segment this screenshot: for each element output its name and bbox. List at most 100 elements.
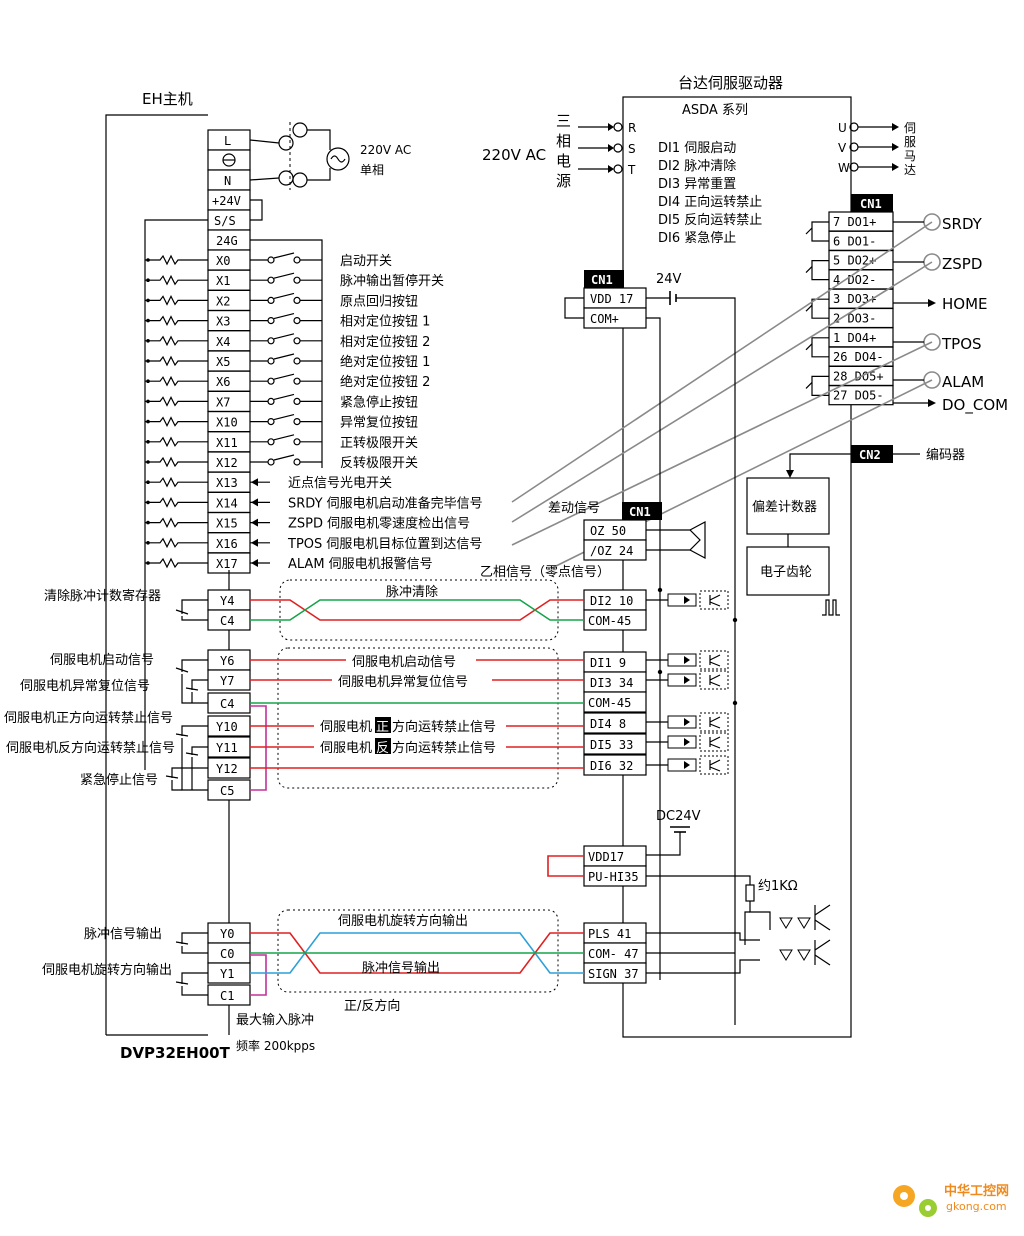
svg-text:PLS 41: PLS 41	[588, 927, 631, 941]
do-terminal: 1 DO4+	[833, 331, 876, 345]
svg-text:PU-HI35: PU-HI35	[588, 870, 639, 884]
svg-text:COM+: COM+	[590, 312, 619, 326]
input-terminal: X6	[216, 375, 230, 389]
drive-motor-output: UVW 伺 服 马 达	[838, 121, 916, 177]
svg-text:DI1 伺服启动: DI1 伺服启动	[658, 141, 736, 156]
svg-text:伺服电机旋转方向输出: 伺服电机旋转方向输出	[338, 913, 468, 929]
svg-text:DI3 34: DI3 34	[590, 676, 633, 690]
label-rev-inhibit: 伺服电机反方向运转禁止信号	[6, 740, 175, 756]
input-terminal: X5	[216, 355, 230, 369]
motor-terminal: U	[838, 121, 847, 135]
input-label: 反转极限开关	[340, 456, 418, 471]
input-row: X6 绝对定位按钮 2	[145, 370, 430, 392]
do-signals: SRDY ZSPD HOME TPOS ALAM DO_COM	[893, 213, 1008, 415]
drive-voltage: 220V AC	[482, 146, 546, 164]
svg-text:COM- 47: COM- 47	[588, 947, 639, 961]
input-terminal: X10	[216, 416, 238, 430]
label-direction-output: 伺服电机旋转方向输出	[42, 962, 172, 978]
svg-text:三: 三	[556, 112, 571, 130]
label-estop: 紧急停止信号	[80, 772, 158, 788]
input-label: 相对定位按钮 1	[340, 315, 430, 330]
electronic-gear: 电子齿轮	[760, 565, 812, 580]
svg-text:伺服电机启动信号: 伺服电机启动信号	[352, 655, 456, 670]
terminal-L: L	[224, 134, 231, 148]
terminal-c1: C1	[220, 989, 234, 1003]
terminal-c4-b: C4	[220, 697, 234, 711]
input-terminal: X2	[216, 294, 230, 308]
input-terminal: X14	[216, 496, 238, 510]
input-label: ALAM 伺服电机报警信号	[288, 556, 433, 572]
svg-text:马: 马	[904, 149, 916, 163]
terminal-y1: Y1	[220, 967, 234, 981]
svg-text:VDD17: VDD17	[588, 850, 624, 864]
terminal-y10: Y10	[216, 720, 238, 734]
cable-pulse: 伺服电机旋转方向输出 脉冲信号输出 正/反方向	[250, 909, 584, 1014]
plc-header: EH主机	[142, 90, 193, 108]
plc-output-pulse: Y0 C0 Y1 C1 脉冲信号输出 伺服电机旋转方向输出 最大输入脉冲 频率 …	[42, 922, 315, 1053]
svg-text:伺服电机: 伺服电机	[320, 741, 372, 756]
svg-text:脉冲信号输出: 脉冲信号输出	[362, 960, 440, 976]
cable-control: 伺服电机启动信号 伺服电机异常复位信号 伺服电机 正 方向运转禁止信号 伺服电机…	[250, 647, 584, 789]
do-terminal: 3 DO3+	[833, 292, 876, 306]
input-terminal: X11	[216, 436, 238, 450]
input-terminal: X15	[216, 517, 238, 531]
svg-text:电: 电	[556, 152, 571, 170]
power-terminal: S	[628, 142, 636, 156]
plc-output-clear: Y4 C4 清除脉冲计数寄存器	[44, 588, 251, 631]
terminal-y11: Y11	[216, 741, 238, 755]
deviation-counter: 偏差计数器	[752, 500, 817, 515]
svg-text:COM-45: COM-45	[588, 696, 631, 710]
max-pulse-label-2: 频率 200kpps	[236, 1038, 315, 1053]
z-phase-label: 乙相信号（零点信号）	[480, 565, 610, 580]
svg-text:方向运转禁止信号: 方向运转禁止信号	[392, 740, 496, 756]
drive-series: ASDA 系列	[682, 103, 748, 118]
svg-text:相: 相	[556, 132, 571, 150]
max-pulse-label-1: 最大输入脉冲	[236, 1012, 314, 1028]
svg-text:方向运转禁止信号: 方向运转禁止信号	[392, 719, 496, 735]
pulse-power-block: DC24V VDD17 PU-HI35 约1KΩ	[547, 809, 831, 966]
motor-terminal: W	[838, 161, 850, 175]
svg-text:正: 正	[376, 720, 389, 735]
input-terminal: X17	[216, 557, 238, 571]
input-label: ZSPD 伺服电机零速度检出信号	[288, 516, 470, 532]
power-terminal: T	[627, 163, 636, 177]
input-terminal: X0	[216, 254, 230, 268]
do-terminal: 26 DO4-	[833, 350, 884, 364]
control-blocks: 偏差计数器 电子齿轮	[746, 477, 840, 616]
plc-model: DVP32EH00T	[120, 1044, 231, 1062]
terminal-c5: C5	[220, 784, 234, 798]
input-row: X17 ALAM 伺服电机报警信号	[145, 552, 433, 574]
input-label: 绝对定位按钮 2	[340, 374, 430, 390]
input-label: 绝对定位按钮 1	[340, 354, 430, 370]
do-home: HOME	[942, 295, 988, 313]
svg-text:DI3 异常重置: DI3 异常重置	[658, 176, 736, 192]
svg-text:正/反方向: 正/反方向	[344, 998, 400, 1014]
svg-text:DI2 10: DI2 10	[590, 594, 633, 608]
terminal-ss: S/S	[214, 214, 236, 228]
label-reset-signal: 伺服电机异常复位信号	[20, 679, 150, 694]
do-terminal: 5 DO2+	[833, 254, 876, 268]
label-start-signal: 伺服电机启动信号	[50, 653, 154, 668]
encoder-label: 编码器	[926, 448, 965, 463]
svg-text:脉冲清除: 脉冲清除	[386, 585, 438, 600]
svg-text:/OZ 24: /OZ 24	[590, 544, 633, 558]
input-terminal: X16	[216, 537, 238, 551]
input-label: 正转极限开关	[340, 436, 418, 451]
vdd-block: CN1 VDD 17 COM+ 24V	[564, 270, 736, 1025]
input-row: X5 绝对定位按钮 1	[145, 350, 430, 372]
input-label: 近点信号光电开关	[288, 476, 392, 491]
terminal-24v: +24V	[212, 194, 241, 208]
di-block-b: DI1 9 DI3 34 COM-45 DI4 8 DI5 33 DI6 32	[583, 651, 647, 776]
terminal-y7: Y7	[220, 674, 234, 688]
ac-supply: 220V AC 单相	[249, 122, 411, 190]
do-zspd: ZSPD	[942, 255, 982, 273]
svg-text:OZ 50: OZ 50	[590, 524, 626, 538]
